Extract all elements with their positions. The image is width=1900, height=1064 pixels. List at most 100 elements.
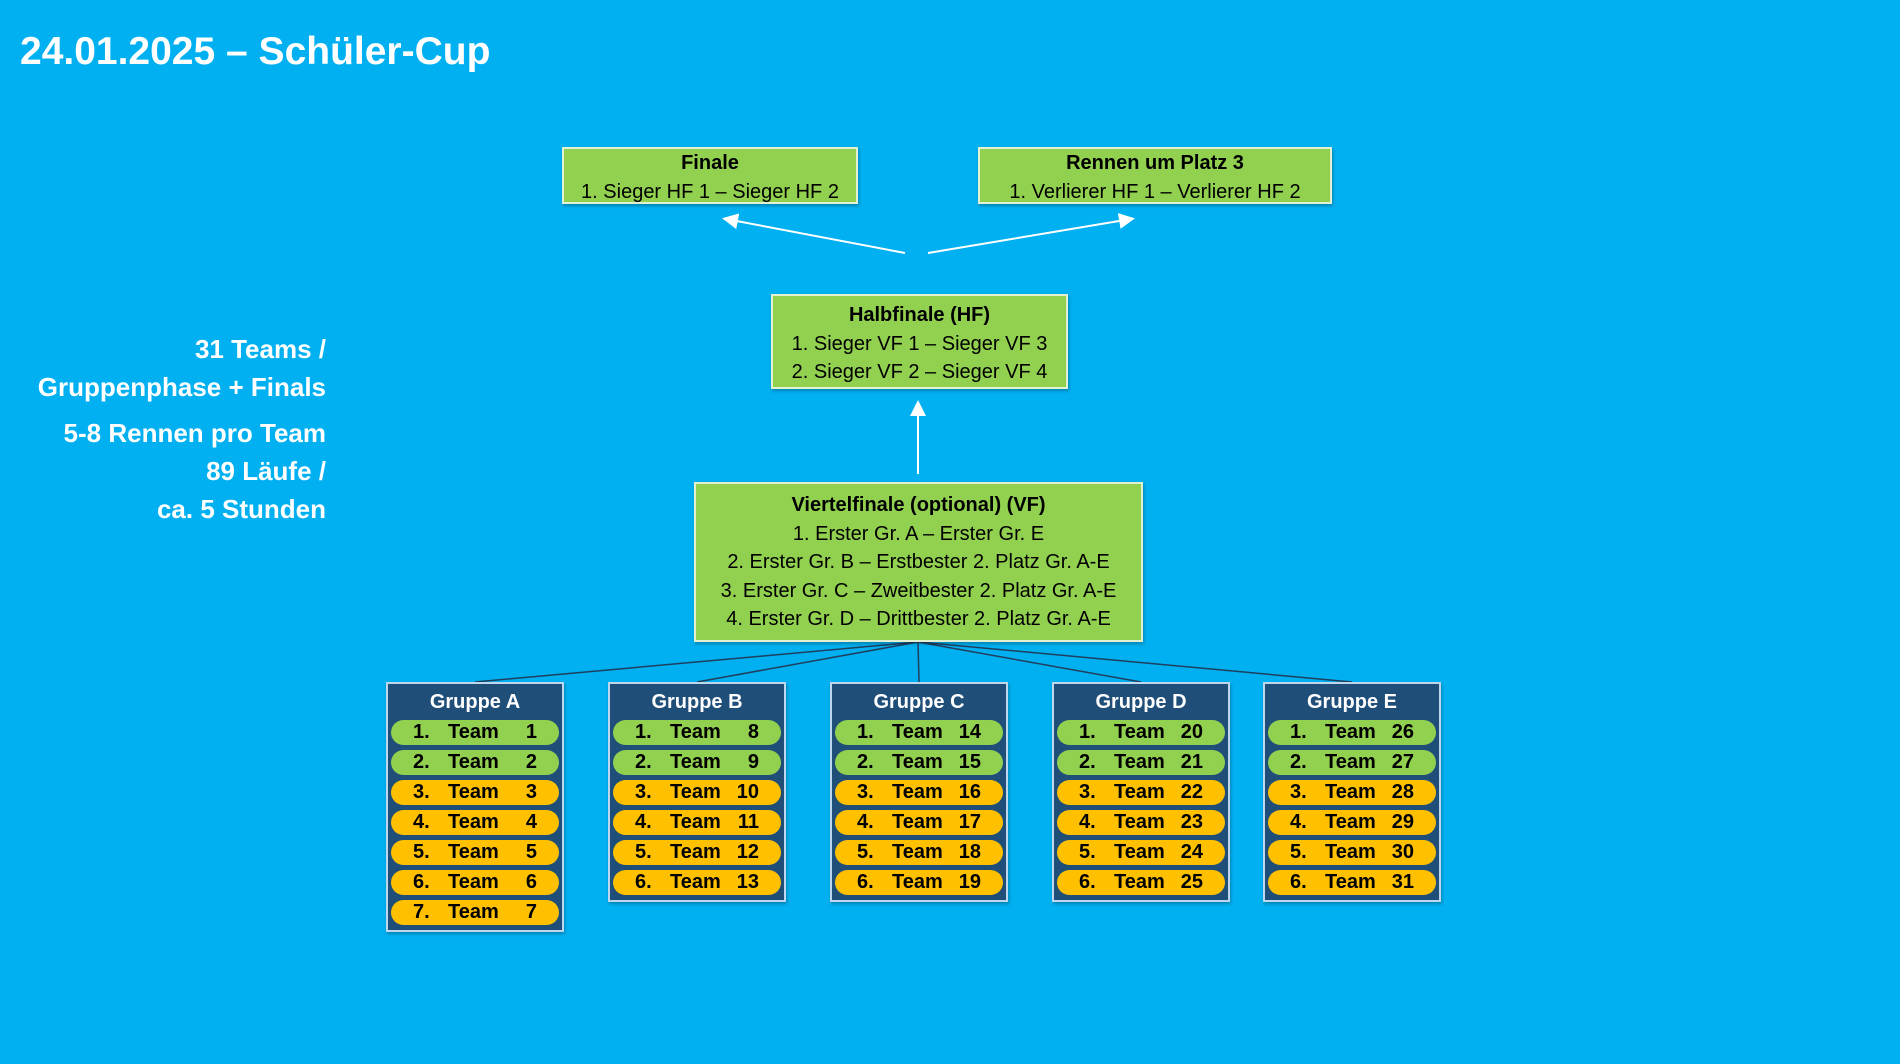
team-label: Team [448,751,499,773]
team-number: 8 [747,721,759,743]
finale-box: Finale 1. Sieger HF 1 – Sieger HF 2 [562,147,858,204]
team-label: Team [1114,871,1165,893]
line-group-a [474,641,919,683]
team-rank: 1. [1079,721,1096,743]
team-row: 5. Team 5 [391,840,559,865]
team-label: Team [1114,751,1165,773]
team-label: Team [1325,781,1376,803]
team-number: 15 [958,751,981,773]
info-line: 5-8 Rennen pro Team [63,418,326,448]
team-number: 5 [525,841,537,863]
team-number: 1 [525,721,537,743]
line-group-e [917,641,1353,683]
info-line: 31 Teams / [194,334,326,364]
info-line: 89 Läufe / [206,456,326,486]
halbfinale-match: 1. Sieger VF 1 – Sieger VF 3 [791,332,1048,355]
team-number: 20 [1180,721,1203,743]
line-group-d [917,641,1142,683]
halbfinale-heading: Halbfinale (HF) [848,304,991,326]
team-label: Team [1325,841,1376,863]
team-label: Team [892,751,943,773]
team-rank: 5. [635,841,652,863]
info-line: Gruppenphase + Finals [37,372,326,402]
team-label: Team [670,721,721,743]
group-title: Gruppe D [1095,691,1187,713]
team-label: Team [448,901,499,923]
team-number: 31 [1391,871,1414,893]
team-label: Team [1325,871,1376,893]
group-title: Gruppe C [873,691,965,713]
info-races: 5-8 Rennen pro Team 89 Läufe / ca. 5 Stu… [64,414,326,528]
team-label: Team [670,781,721,803]
team-rank: 5. [413,841,430,863]
viertelfinale-match: 3. Erster Gr. C – Zweitbester 2. Platz G… [720,579,1117,602]
team-label: Team [448,871,499,893]
team-label: Team [1325,751,1376,773]
info-teams: 31 Teams / Gruppenphase + Finals [38,330,326,406]
team-label: Team [892,781,943,803]
team-rank: 4. [1079,811,1096,833]
team-label: Team [892,871,943,893]
team-rank: 6. [1079,871,1096,893]
team-rank: 5. [857,841,874,863]
viertelfinale-match: 4. Erster Gr. D – Drittbester 2. Platz G… [726,608,1111,630]
team-rank: 2. [1290,751,1307,773]
finale-heading: Finale [681,152,739,174]
team-label: Team [670,811,721,833]
team-number: 23 [1180,811,1203,833]
team-row: 7. Team 7 [391,900,559,925]
team-rank: 3. [1079,781,1096,803]
team-rank: 2. [635,751,652,773]
team-number: 26 [1391,721,1414,743]
team-rank: 1. [857,721,874,743]
team-label: Team [448,721,499,743]
arrow-to-finale [722,213,906,254]
team-rank: 2. [413,751,430,773]
team-number: 19 [958,871,981,893]
team-row: 2. Team 21 [1057,750,1225,775]
team-number: 7 [525,901,537,923]
team-number: 21 [1180,751,1203,773]
team-number: 2 [525,751,537,773]
platz3-match: 1. Verlierer HF 1 – Verlierer HF 2 [1009,180,1301,203]
group-title: Gruppe A [429,691,521,713]
team-rank: 3. [413,781,430,803]
team-rank: 4. [857,811,874,833]
team-rank: 6. [1290,871,1307,893]
viertelfinale-heading: Viertelfinale (optional) (VF) [791,494,1046,516]
team-rank: 7. [413,901,430,923]
team-number: 18 [958,841,981,863]
team-label: Team [448,841,499,863]
team-label: Team [1114,721,1165,743]
page-title: 24.01.2025 – Schüler-Cup [20,30,491,73]
team-rank: 4. [1290,811,1307,833]
group-title: Gruppe B [651,691,743,713]
team-number: 30 [1391,841,1414,863]
team-row: 2. Team 2 [391,750,559,775]
line-group-b [696,641,919,683]
team-rank: 2. [1079,751,1096,773]
team-label: Team [448,781,499,803]
